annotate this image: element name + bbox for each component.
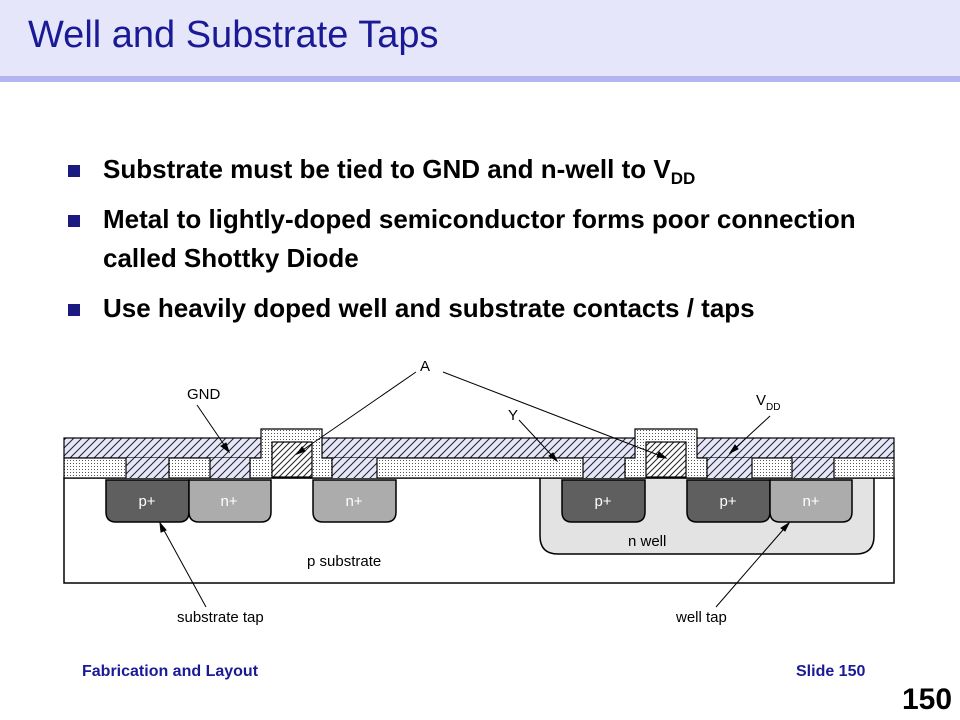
diffusion-n-plus xyxy=(769,479,853,523)
leader-well-tap xyxy=(715,522,790,608)
arrow-vdd xyxy=(728,444,739,455)
label-well-tap: well tap xyxy=(675,609,727,626)
arrow-a-right xyxy=(656,451,668,459)
arrow-gnd xyxy=(220,442,230,454)
arrow-y xyxy=(548,452,559,463)
page-number: 150 xyxy=(902,683,953,716)
label-p-plus: p+ xyxy=(719,493,736,510)
label-substrate-tap: substrate tap xyxy=(177,609,264,626)
label-vdd-main: V xyxy=(756,392,766,409)
gate-stack-left xyxy=(249,428,333,479)
label-n-well: n well xyxy=(628,533,666,550)
label-p-substrate: p substrate xyxy=(307,553,381,570)
leader-a-right xyxy=(442,371,667,459)
gate-stack-right xyxy=(624,428,708,479)
label-vdd-sub: DD xyxy=(766,402,780,413)
label-vdd: VDD xyxy=(756,392,780,413)
field-oxide xyxy=(63,457,895,479)
diffusion-p-plus xyxy=(561,479,646,523)
diffusion-regions xyxy=(105,479,853,523)
diffusion-n-plus xyxy=(188,479,272,523)
bullet-item: Metal to lightly-doped semiconductor for… xyxy=(66,200,886,278)
label-gnd: GND xyxy=(187,386,221,403)
arrow-a-left xyxy=(295,446,306,456)
title-bar xyxy=(0,0,960,76)
leader-a-left xyxy=(296,371,417,455)
label-p-plus: p+ xyxy=(138,493,155,510)
label-n-plus: n+ xyxy=(345,493,362,510)
slide-title: Well and Substrate Taps xyxy=(28,14,439,56)
leader-substrate-tap xyxy=(159,522,207,608)
label-a: A xyxy=(420,358,430,375)
metal-layer xyxy=(63,437,895,459)
label-n-plus: n+ xyxy=(220,493,237,510)
label-y: Y xyxy=(508,407,518,424)
label-p-plus: p+ xyxy=(594,493,611,510)
bullet-subscript: DD xyxy=(670,169,696,188)
footer-course-title: Fabrication and Layout xyxy=(82,663,259,680)
bullet-list: Substrate must be tied to GND and n-well… xyxy=(66,150,886,339)
square-bullet-icon xyxy=(68,304,80,316)
bullet-text: Substrate must be tied to GND and n-well… xyxy=(103,154,671,184)
bullet-item: Substrate must be tied to GND and n-well… xyxy=(66,150,886,189)
arrow-well-tap xyxy=(780,521,791,532)
bullet-text: Metal to lightly-doped semiconductor for… xyxy=(103,204,856,273)
bullet-item: Use heavily doped well and substrate con… xyxy=(66,289,886,328)
title-rule xyxy=(0,76,960,82)
bullet-text: Use heavily doped well and substrate con… xyxy=(103,293,755,323)
square-bullet-icon xyxy=(68,165,80,177)
square-bullet-icon xyxy=(68,215,80,227)
footer-slide-label: Slide 150 xyxy=(796,663,866,680)
label-n-plus: n+ xyxy=(802,493,819,510)
arrow-substrate-tap xyxy=(159,521,167,533)
diffusion-n-plus xyxy=(312,479,397,523)
